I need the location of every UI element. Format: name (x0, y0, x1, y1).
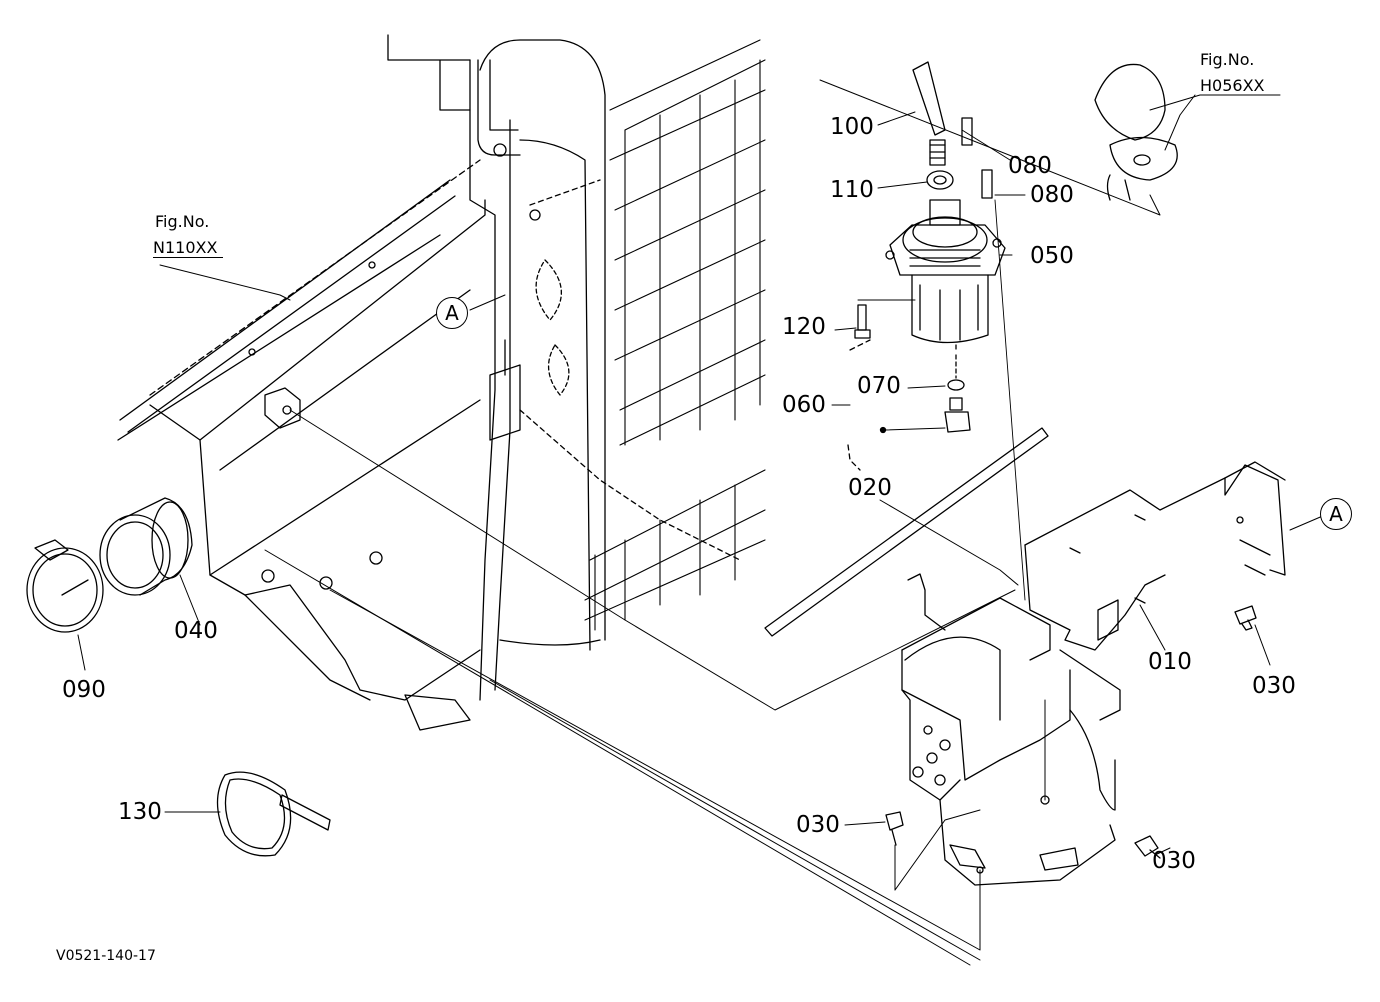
part-label-110: 110 (830, 177, 874, 203)
sleeve-040 (99, 497, 193, 596)
label-leaders (77, 111, 1326, 856)
cable-tie-130 (164, 771, 331, 857)
bolts-030 (844, 605, 1257, 891)
fig-ref-left-code: N110XX (153, 238, 224, 259)
part-label-080-upper: 080 (1008, 153, 1052, 179)
part-label-050: 050 (1030, 243, 1074, 269)
reference-sketch-h056 (1094, 63, 1281, 201)
part-label-020: 020 (848, 475, 892, 501)
leader-lines (264, 79, 1161, 966)
callout-a-right: A (1320, 498, 1352, 530)
callout-a-left: A (436, 297, 468, 329)
part-label-100: 100 (830, 114, 874, 140)
part-label-120: 120 (782, 314, 826, 340)
fig-ref-left-title: Fig.No. (155, 212, 210, 231)
drawing-code: V0521-140-17 (56, 948, 156, 964)
bracket-010 (1024, 461, 1286, 651)
fig-ref-right-title: Fig.No. (1200, 50, 1255, 69)
hose-clamp-090 (26, 539, 104, 633)
part-label-060: 060 (782, 392, 826, 418)
part-label-030-left: 030 (796, 812, 840, 838)
part-label-130: 130 (118, 799, 162, 825)
grille (584, 39, 766, 631)
part-label-030-right: 030 (1252, 673, 1296, 699)
part-label-070: 070 (857, 373, 901, 399)
part-label-030-bottom: 030 (1152, 848, 1196, 874)
lever-bracket (901, 573, 1121, 886)
part-label-080-lower: 080 (1030, 182, 1074, 208)
part-label-090: 090 (62, 677, 106, 703)
part-label-010: 010 (1148, 649, 1192, 675)
bolt-120-fitting-060 (847, 299, 971, 471)
seal-strip-020 (764, 427, 1049, 637)
fig-ref-right-code: H056XX (1200, 76, 1265, 95)
joystick-assembly (885, 61, 1006, 344)
part-label-040: 040 (174, 618, 218, 644)
main-frame-panel (117, 34, 766, 731)
